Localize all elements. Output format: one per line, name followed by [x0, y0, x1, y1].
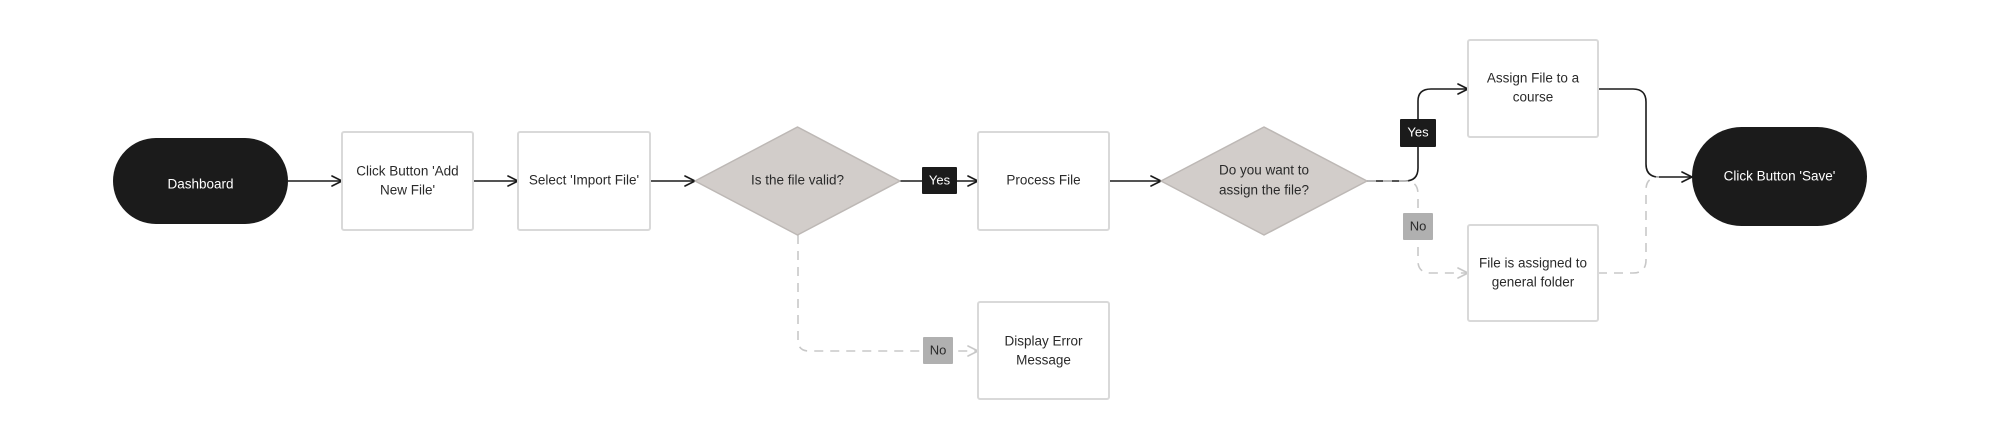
node-assign-file-to-course: Assign File to a course [1467, 39, 1599, 138]
node-want-assign-label-line-1: Do you want to [1219, 163, 1309, 178]
edge-label-assign-yes: Yes [1400, 119, 1436, 147]
yes-badge-text: Yes [929, 172, 951, 187]
node-display-error-message: Display Error Message [977, 301, 1110, 400]
node-process-file-label: Process File [1006, 173, 1080, 188]
edge-label-valid-no: No [923, 337, 953, 364]
node-general-folder-label-line-2: general folder [1492, 275, 1575, 290]
yes-badge-text: Yes [1407, 124, 1429, 139]
no-badge-text: No [1410, 218, 1427, 233]
node-file-assigned-general-folder: File is assigned to general folder [1467, 224, 1599, 322]
process-shape [1467, 39, 1599, 138]
node-is-valid-label: Is the file valid? [751, 173, 844, 188]
node-general-folder-label-line-1: File is assigned to [1479, 256, 1587, 271]
node-want-assign-label-line-2: assign the file? [1219, 183, 1309, 198]
node-select-import-label: Select 'Import File' [529, 173, 639, 188]
yes-badge [922, 167, 957, 194]
node-click-add-label-line-2: New File' [380, 183, 435, 198]
node-click-add-label-line-1: Click Button 'Add [356, 164, 458, 179]
edge-label-assign-no: No [1403, 213, 1433, 240]
node-select-import-file: Select 'Import File' [517, 131, 651, 231]
process-shape [341, 131, 474, 231]
node-click-add-new-file: Click Button 'Add New File' [341, 131, 474, 231]
node-assign-course-label-line-2: course [1513, 90, 1554, 105]
edge-is-valid-no-to-display-error [797, 235, 979, 357]
decision-shape [1160, 126, 1368, 236]
edge-assign-course-to-click-save [1598, 88, 1693, 183]
edge-label-valid-yes: Yes [922, 167, 957, 194]
decision-shape [694, 126, 901, 236]
terminal-shape [113, 138, 288, 224]
node-dashboard: Dashboard [113, 138, 288, 224]
node-display-error-label-line-1: Display Error [1004, 334, 1083, 349]
process-shape [517, 131, 651, 231]
node-process-file: Process File [977, 131, 1110, 231]
node-click-save-label: Click Button 'Save' [1724, 169, 1836, 184]
terminal-shape [1692, 127, 1867, 226]
process-shape [1467, 224, 1599, 322]
node-is-file-valid: Is the file valid? [694, 126, 901, 236]
node-dashboard-label: Dashboard [167, 177, 233, 192]
no-badge [923, 337, 953, 364]
node-click-button-save: Click Button 'Save' [1692, 127, 1867, 226]
node-display-error-label-line-2: Message [1016, 353, 1071, 368]
yes-badge [1400, 119, 1436, 147]
no-badge [1403, 213, 1433, 240]
no-badge-text: No [930, 342, 947, 357]
node-want-to-assign-file: Do you want to assign the file? [1160, 126, 1368, 236]
process-shape [977, 301, 1110, 400]
process-shape [977, 131, 1110, 231]
node-assign-course-label-line-1: Assign File to a [1487, 71, 1580, 86]
edges [288, 83, 1693, 357]
edge-general-folder-to-click-save [1598, 176, 1660, 274]
